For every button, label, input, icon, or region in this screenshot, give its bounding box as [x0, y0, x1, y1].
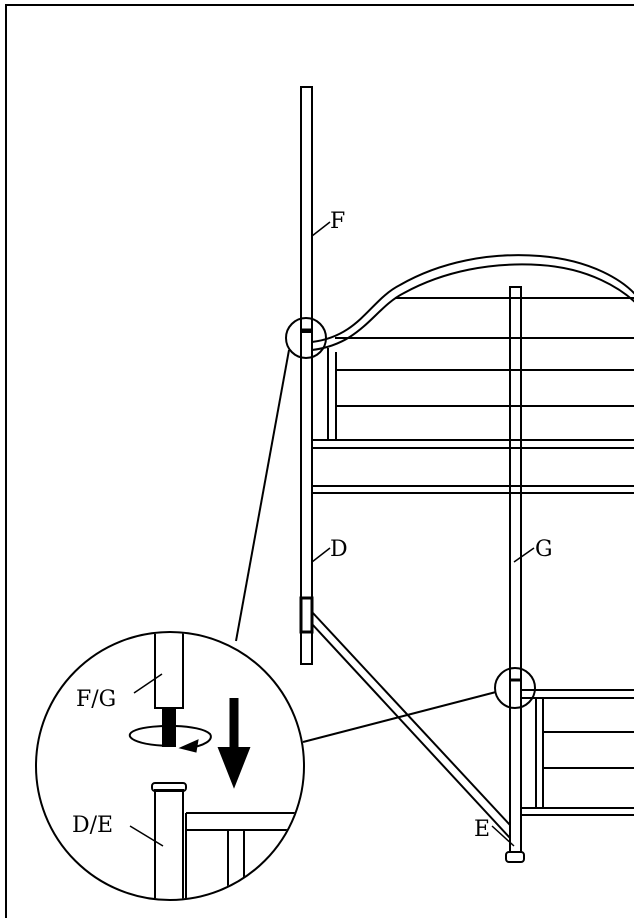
callout-line-lower — [302, 691, 497, 743]
diagonal-brace — [311, 611, 511, 839]
brace-line — [311, 611, 511, 826]
post-f-shaft — [300, 86, 313, 333]
leader-d — [311, 547, 331, 563]
brace-line — [311, 623, 511, 839]
rotate-arrow-icon — [128, 724, 212, 753]
post-d-bracket — [299, 596, 314, 634]
right-post-e — [505, 679, 525, 863]
detail-post-cap — [151, 782, 187, 792]
lower-bed-frame — [521, 689, 634, 816]
label-detail-fg: F/G — [76, 687, 116, 712]
callout-line-upper — [235, 349, 290, 642]
post-g-shaft — [509, 286, 522, 681]
post-e-foot — [505, 851, 525, 863]
detail-threaded-stud — [162, 707, 176, 747]
leader-fg — [133, 673, 163, 694]
post-d-shaft — [300, 331, 313, 665]
joint-highlight-circle-upper — [285, 317, 327, 359]
top-headboard — [311, 254, 634, 494]
label-g: G — [535, 537, 553, 562]
detail-circle — [35, 631, 305, 901]
label-detail-de: D/E — [72, 813, 113, 838]
top-arch-rail — [311, 254, 634, 343]
leader-e — [491, 825, 515, 847]
down-arrow-icon — [217, 698, 251, 789]
left-post-d — [299, 331, 314, 665]
leader-de — [129, 825, 164, 847]
post-e-shaft — [509, 679, 522, 853]
detail-magnified-view — [35, 631, 305, 901]
label-d: D — [330, 537, 348, 562]
leader-g — [513, 547, 535, 563]
top-arch-rail-inner — [311, 263, 634, 351]
leader-f — [311, 221, 331, 237]
page-frame — [5, 4, 634, 923]
joint-highlight-circle-lower — [494, 667, 536, 709]
right-post-g — [509, 286, 522, 682]
label-e: E — [474, 817, 490, 842]
label-f: F — [330, 209, 345, 234]
left-post-f — [300, 86, 313, 333]
